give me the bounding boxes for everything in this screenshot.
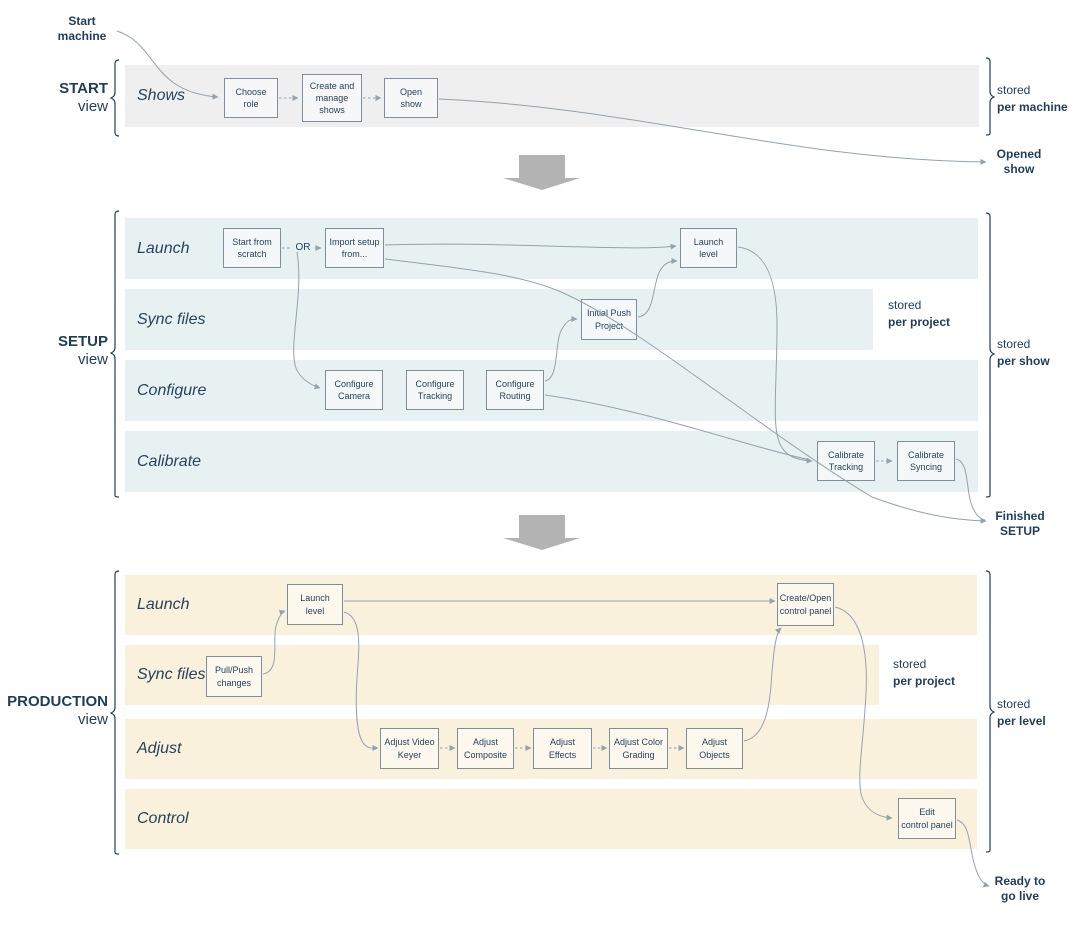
box-pull-push-changes: Pull/Push changes <box>206 656 262 697</box>
box-edit-control-panel: Edit control panel <box>898 798 956 839</box>
section-arrow-2 <box>503 515 580 550</box>
note-opened-show: Opened show <box>996 147 1042 176</box>
conn-launch-level-to-calibrate-tracking <box>737 246 813 464</box>
box-calibrate-syncing: Calibrate Syncing <box>897 441 955 481</box>
lane-prod-control: Control <box>125 789 977 849</box>
lane-label-prod-control: Control <box>137 810 189 827</box>
section-label-production: PRODUCTION view <box>7 693 108 728</box>
box-create-manage-shows: Create and manage shows <box>302 74 362 122</box>
brace-start-right <box>985 57 996 136</box>
box-configure-tracking: Configure Tracking <box>406 370 464 410</box>
section-label-setup: SETUP view <box>57 333 108 368</box>
box-adjust-video-keyer: Adjust Video Keyer <box>380 728 439 769</box>
box-start-from-scratch: Start from scratch <box>223 228 281 268</box>
box-initial-push-project: Initial Push Project <box>581 299 637 340</box>
lane-label-setup-sync: Sync files <box>137 310 206 328</box>
lane-label-prod-adjust: Adjust <box>137 740 182 757</box>
stored-per-show: stored per show <box>997 337 1050 368</box>
box-adjust-objects: Adjust Objects <box>686 728 743 769</box>
box-configure-camera: Configure Camera <box>325 370 383 410</box>
box-create-open-control-panel: Create/Open control panel <box>777 583 834 626</box>
brace-production-left <box>109 570 120 855</box>
lane-label-setup-configure: Configure <box>137 381 207 399</box>
box-open-show: Open show <box>384 78 438 118</box>
brace-start-left <box>109 59 120 137</box>
lane-label-prod-sync: Sync files <box>137 666 206 683</box>
lane-setup-configure: Configure <box>125 360 978 421</box>
box-prod-launch-level: Launch level <box>287 584 343 625</box>
brace-setup-left <box>109 210 120 498</box>
lane-prod-launch: Launch <box>125 575 977 635</box>
note-finished-setup: Finished SETUP <box>995 509 1045 538</box>
note-start-machine: Start machine <box>57 14 107 43</box>
box-setup-launch-level: Launch level <box>680 228 737 268</box>
section-arrow-1 <box>503 155 580 190</box>
box-adjust-composite: Adjust Composite <box>457 728 514 769</box>
lane-label-shows: Shows <box>137 87 186 104</box>
lane-setup-sync: Sync files <box>125 289 873 350</box>
box-choose-role: Choose role <box>224 78 278 118</box>
box-import-setup: Import setup from... <box>325 228 384 268</box>
brace-setup-right <box>985 212 996 498</box>
note-ready-go-live: Ready to go live <box>994 874 1046 903</box>
lane-label-setup-launch: Launch <box>137 239 190 257</box>
brace-production-right <box>985 570 996 853</box>
conn-create-open-to-edit-panel <box>834 606 893 821</box>
lane-label-prod-launch: Launch <box>137 596 190 613</box>
stored-per-project-setup: stored per project <box>888 298 951 329</box>
stored-per-machine: stored per machine <box>997 83 1068 114</box>
stored-per-project-production: stored per project <box>893 657 956 688</box>
section-label-start: START view <box>59 80 108 115</box>
box-adjust-color-grading: Adjust Color Grading <box>609 728 668 769</box>
stored-per-level: stored per level <box>997 697 1046 728</box>
box-calibrate-tracking: Calibrate Tracking <box>817 441 875 481</box>
or-label: OR <box>295 242 311 253</box>
box-adjust-effects: Adjust Effects <box>533 728 592 769</box>
lane-label-setup-calibrate: Calibrate <box>137 452 202 470</box>
box-configure-routing: Configure Routing <box>486 370 544 410</box>
